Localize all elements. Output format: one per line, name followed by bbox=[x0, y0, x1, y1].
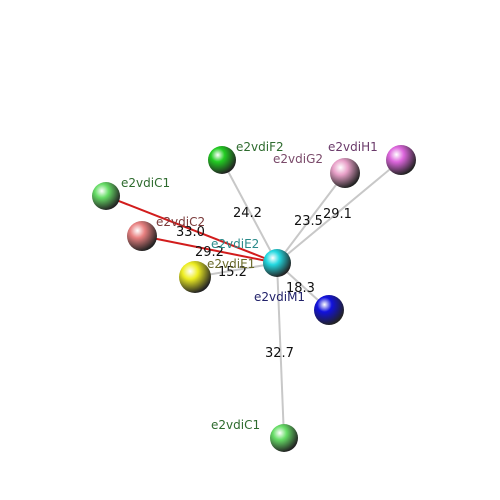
distance-label-m1: 18.3 bbox=[286, 281, 315, 296]
atom-c1b bbox=[270, 424, 298, 452]
distance-label-c1b: 32.7 bbox=[265, 346, 294, 361]
atom-label-c2: e2vdiC2 bbox=[156, 215, 205, 229]
distance-label-yel: 15.2 bbox=[218, 265, 247, 280]
atom-label-m1: e2vdiM1 bbox=[254, 290, 305, 304]
atom-c2 bbox=[127, 221, 157, 251]
bond-f2 bbox=[221, 159, 278, 264]
bond-h1 bbox=[276, 159, 402, 264]
atoms-layer bbox=[92, 145, 416, 452]
distance-label-c1a: 33.0 bbox=[176, 225, 205, 240]
atom-label-c1b: e2vdiC1 bbox=[211, 418, 260, 432]
atom-h1 bbox=[386, 145, 416, 175]
atom-center bbox=[263, 249, 291, 277]
atom-c1a bbox=[92, 182, 120, 210]
distance-label-c2: 29.2 bbox=[195, 245, 224, 260]
bond-g2 bbox=[276, 172, 346, 264]
atom-label-h1: e2vdiH1 bbox=[328, 140, 378, 154]
bond-c2 bbox=[141, 235, 278, 264]
bond-c1b bbox=[276, 262, 285, 439]
atom-label-g2: e2vdiG2 bbox=[273, 152, 323, 166]
atom-f2 bbox=[208, 146, 236, 174]
bond-c1a bbox=[105, 195, 278, 264]
distance-label-f2: 24.2 bbox=[233, 206, 262, 221]
distance-label-h1: 29.1 bbox=[323, 207, 352, 222]
atom-label-center: e2vdiE2 bbox=[211, 237, 259, 251]
atom-label-c1a: e2vdiC1 bbox=[121, 176, 170, 190]
atom-label-f2: e2vdiF2 bbox=[236, 140, 284, 154]
atom-label-yel: e2vdiE1 bbox=[207, 257, 255, 271]
atom-yel bbox=[179, 261, 211, 293]
distance-label-g2: 23.5 bbox=[294, 214, 323, 229]
atom-m1 bbox=[314, 295, 344, 325]
atom-g2 bbox=[330, 158, 360, 188]
